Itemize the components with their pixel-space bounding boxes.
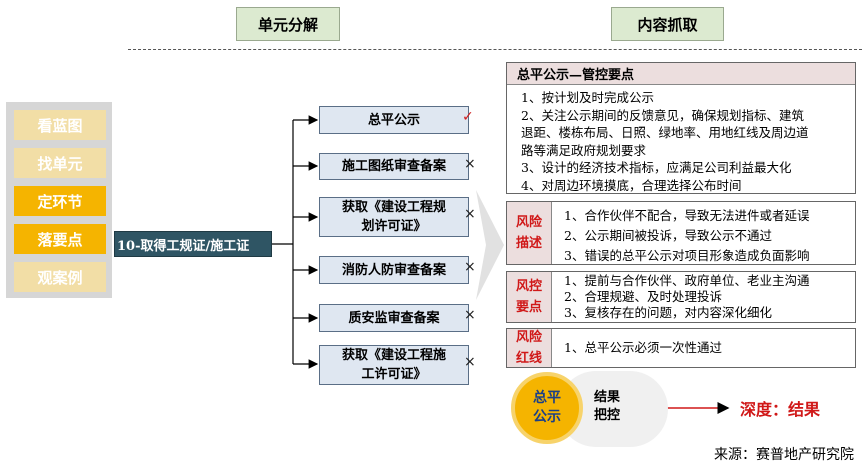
risk-line: 2、合理规避、及时处理投诉 [564,289,722,304]
task-quality-safety-review: 质安监审查备案 [319,304,469,332]
step-panel: 看蓝图 找单元 定环节 落要点 观案例 [6,102,112,298]
risk-description-box: 风险描述 1、合作伙伴不配合，导致无法进件或者延误 2、公示期间被投诉，导致公示… [506,201,856,265]
step-view-cases: 观案例 [14,262,106,292]
cross-icon: × [464,354,476,370]
cross-icon: × [464,206,476,222]
risk-description-label: 风险描述 [507,202,552,264]
task-label-line1: 获取《建设工程规 [341,200,446,215]
step-find-unit: 找单元 [14,148,106,178]
task-construction-drawing-review: 施工图纸审查备案 [319,153,469,180]
step-set-stage: 定环节 [14,186,106,216]
task-label: 质安监审查备案 [348,310,440,326]
risk-line: 2、公示期间被投诉，导致公示不通过 [564,228,772,243]
dashed-divider [128,49,862,50]
risk-redline-body: 1、总平公示必须一次性通过 [552,329,855,367]
task-master-plan-publicity: 总平公示 [319,106,469,134]
task-label-line2: 划许可证》 [361,219,427,234]
task-label: 施工图纸审查备案 [341,159,446,174]
result-control-text: 结果把控 [594,390,621,423]
task-label-line2: 工许可证》 [361,367,427,382]
risk-control-box: 风控要点 1、提前与合作伙伴、政府单位、老业主沟通 2、合理规避、及时处理投诉 … [506,271,856,323]
risk-line: 1、总平公示必须一次性通过 [564,340,722,355]
control-points-body: 1、按计划及时完成公示 2、关注公示期间的反馈意见，确保规划指标、建筑 退距、楼… [507,85,855,194]
cross-icon: × [464,156,476,172]
master-plan-badge: 总平公示 [511,372,583,444]
cross-icon: × [464,259,476,275]
control-line: 退距、楼栋布局、日照、绿地率、用地红线及周边道 [521,125,809,140]
source-label: 来源：赛普地产研究院 [714,447,854,463]
control-line: 3、设计的经济技术指标，应满足公司利益最大化 [521,160,792,175]
risk-control-body: 1、提前与合作伙伴、政府单位、老业主沟通 2、合理规避、及时处理投诉 3、复核存… [552,272,855,322]
risk-line: 1、提前与合作伙伴、政府单位、老业主沟通 [564,273,810,288]
risk-line: 3、复核存在的问题，对内容深化细化 [564,305,772,320]
control-line: 2、关注公示期间的反馈意见，确保规划指标、建筑 [521,107,804,123]
content-capture-header: 内容抓取 [611,7,724,41]
control-line: 路等满足政府规划要求 [521,142,647,158]
risk-redline-label: 风险红线 [507,329,552,367]
control-points-box: 总平公示—管控要点 1、按计划及时完成公示 2、关注公示期间的反馈意见，确保规划… [506,62,856,194]
task-label: 总平公示 [367,112,420,128]
unit-breakdown-header: 单元分解 [236,7,340,41]
step-key-points: 落要点 [14,224,106,254]
step-view-blueprint: 看蓝图 [14,110,106,140]
task-construction-permit: 获取《建设工程施 工许可证》 [319,345,469,385]
task-label: 消防人防审查备案 [341,262,446,278]
control-line: 1、按计划及时完成公示 [521,90,654,105]
task-label-line1: 获取《建设工程施 [341,348,446,363]
cross-icon: × [464,307,476,323]
chevron-right-icon [476,190,504,300]
check-icon: ✓ [462,109,474,125]
risk-line: 1、合作伙伴不配合，导致无法进件或者延误 [564,208,810,223]
risk-control-label: 风控要点 [507,272,552,322]
depth-label: 深度：结果 [740,400,821,419]
main-process-node: 10-取得工规证/施工证 [114,231,272,257]
control-line: 4、对周边环境摸底，合理选择公布时间 [521,177,742,193]
control-points-title: 总平公示—管控要点 [507,63,855,85]
task-fire-civil-defense-review: 消防人防审查备案 [319,256,469,284]
task-planning-permit: 获取《建设工程规 划许可证》 [319,197,469,237]
risk-line: 3、错误的总平公示对项目形象造成负面影响 [564,248,810,263]
risk-redline-box: 风险红线 1、总平公示必须一次性通过 [506,328,856,368]
risk-description-body: 1、合作伙伴不配合，导致无法进件或者延误 2、公示期间被投诉，导致公示不通过 3… [552,202,855,264]
